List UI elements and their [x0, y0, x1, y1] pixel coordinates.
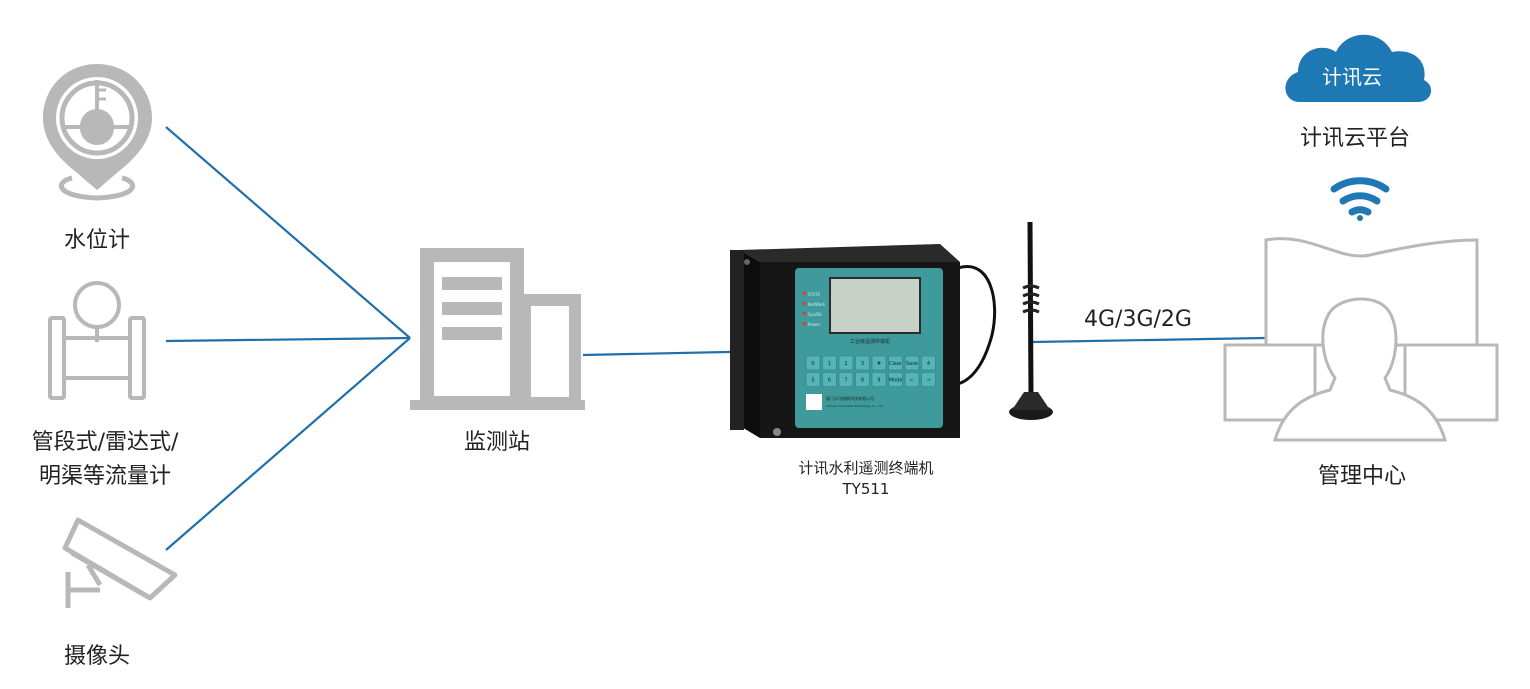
keypad-key [855, 372, 870, 387]
keypad-key-label: 3 [861, 361, 864, 367]
keypad-key [855, 355, 870, 371]
line-water-level-to-station [165, 126, 411, 339]
keypad-key [888, 355, 903, 371]
keypad-key-label: 4 [927, 361, 930, 367]
keypad-key [888, 372, 903, 387]
line-flow-meter-to-station [165, 336, 411, 343]
led-label-network: NetWork [808, 302, 826, 307]
device-panel-title: 工业级遥测终端机 [849, 339, 891, 345]
keypad-key-label: 5 [811, 378, 814, 384]
qr-code-icon [806, 394, 822, 410]
cloud-icon [1285, 34, 1432, 103]
keypad-key [838, 372, 854, 387]
monitoring-station-icon [410, 248, 585, 410]
line-terminal-to-center [1031, 336, 1266, 344]
keypad-key [822, 355, 837, 371]
connection-lines [165, 126, 1266, 551]
cloud-icon-text: 计讯云 [1322, 65, 1382, 89]
keypad-key-label: 6 [828, 378, 831, 384]
keypad-key [822, 372, 837, 387]
keypad-key [904, 372, 920, 387]
flow-meter-label-line2: 明渠等流量计 [38, 464, 172, 489]
keypad-key-label: 1 [828, 361, 831, 367]
network-label: 4G/3G/2G [1084, 307, 1192, 332]
keypad-key-label: 7 [844, 378, 847, 384]
management-center-label: 管理中心 [1317, 464, 1407, 489]
keypad-key [921, 372, 936, 387]
monitoring-station-label: 监测站 [463, 430, 531, 455]
flow-meter-label-line1: 管段式/雷达式/ [31, 430, 179, 455]
keypad-key-label: Clear [889, 361, 903, 367]
line-camera-to-station [165, 337, 411, 551]
led-label-state: STATE [808, 292, 821, 297]
keypad-key-label: → [926, 378, 930, 384]
keypad-key-label: ← [910, 378, 914, 384]
terminal-device-image [730, 244, 997, 438]
led-label-power: Power [808, 322, 821, 327]
camera-label: 摄像头 [63, 644, 131, 669]
keypad-key-label: 2 [844, 361, 847, 367]
device-led-labels: STATE NetWork Sys/Bit Power [808, 290, 825, 330]
camera-icon [62, 517, 178, 608]
keypad-key-label: 8 [861, 378, 864, 384]
water-level-meter-label: 水位计 [63, 228, 131, 253]
keypad-key [904, 355, 920, 371]
keypad-key-label: 9 [877, 378, 880, 384]
flow-meter-icon [48, 281, 146, 400]
keypad-key-label: Save [906, 361, 918, 367]
cloud-platform-label: 计讯云平台 [1299, 126, 1411, 151]
antenna-icon [1009, 221, 1053, 420]
keypad-key [805, 372, 821, 387]
device-company-name: 厦门计讯物联科技有限公司 [826, 396, 874, 401]
keypad-key [871, 355, 887, 371]
keypad-key [871, 372, 887, 387]
keypad-key [805, 355, 821, 371]
keypad-key [838, 355, 854, 371]
keypad-key [921, 355, 936, 371]
keypad-key-label: # [877, 361, 881, 367]
water-level-meter-icon [43, 64, 152, 201]
terminal-name-label: 计讯水利遥测终端机 [798, 459, 934, 477]
wifi-icon [1330, 177, 1390, 221]
device-company-en: Xiamen Four-Faith Technology co., Ltd. [826, 404, 884, 408]
keypad-key-label: Mode [889, 378, 903, 384]
terminal-model-label: TY511 [842, 480, 890, 498]
led-label-sysbit: Sys/Bit [808, 312, 822, 317]
management-center-icon [1223, 237, 1499, 442]
keypad-key-label: 0 [811, 361, 814, 367]
